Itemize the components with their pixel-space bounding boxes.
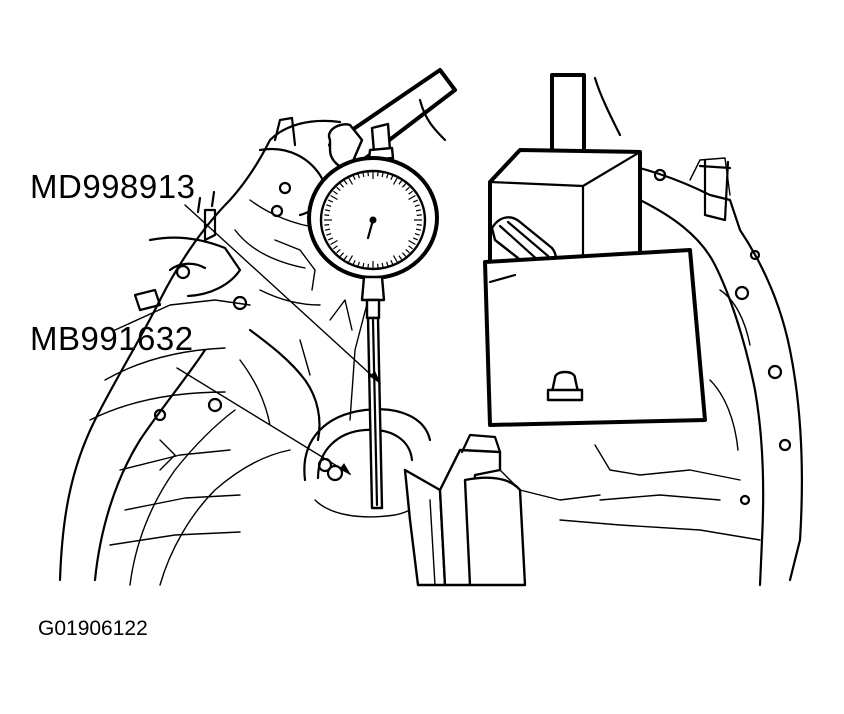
dial-tick: [357, 261, 360, 267]
dial-tick: [398, 255, 403, 260]
dial-tick: [362, 262, 365, 269]
callout-mb991632: MB991632: [30, 320, 194, 357]
dial-tick: [367, 171, 369, 177]
dial-tick: [324, 209, 331, 212]
dial-tick: [405, 248, 410, 254]
callout-md998913: MD998913: [30, 168, 196, 205]
dial-tick: [347, 177, 354, 185]
dial-tick: [336, 248, 341, 254]
dial-ticks: [324, 171, 422, 269]
dial-tick: [386, 173, 389, 179]
dial-tick: [343, 255, 348, 260]
dial-tick: [352, 174, 356, 181]
dial-tick: [414, 233, 420, 236]
dial-tick: [324, 228, 331, 231]
dial-tick: [392, 177, 399, 185]
dial-tick: [327, 237, 334, 241]
magnetic-base: [418, 73, 707, 427]
dial-tick: [377, 263, 379, 269]
arrow-mb991632: [339, 463, 352, 476]
dial-tick: [412, 237, 419, 241]
dial-indicator: [307, 68, 457, 320]
dial-tick: [415, 228, 422, 231]
dial-tick: [330, 239, 338, 246]
dial-tick: [392, 255, 399, 263]
dial-tick: [330, 194, 338, 201]
dial-tick: [347, 255, 354, 263]
dial-tick: [415, 209, 422, 212]
dial-tick: [362, 171, 365, 178]
dial-tick: [412, 199, 419, 203]
gauge-rod: [366, 316, 384, 510]
leader-mb991632: [176, 367, 351, 475]
dial-tick: [326, 233, 332, 236]
dial-tick: [408, 245, 413, 250]
dial-tick: [414, 204, 420, 207]
arrow-md998913: [369, 371, 382, 385]
dial-tick: [401, 183, 407, 188]
dial-tick: [401, 252, 407, 257]
dial-tick: [386, 261, 389, 267]
dial-tick: [339, 252, 345, 257]
dial-tick: [381, 171, 384, 178]
dial-tick: [336, 186, 341, 192]
dial-tick: [390, 259, 394, 266]
dial-tick: [333, 190, 338, 195]
dial-tick: [333, 245, 338, 250]
dial-tick: [357, 173, 360, 179]
dial-tick: [326, 204, 332, 207]
dial-tick: [408, 239, 416, 246]
dial-tick: [324, 214, 330, 216]
dial-tick: [339, 183, 345, 188]
dial-tick: [352, 259, 356, 266]
dial-tick: [408, 190, 413, 195]
leader-lines: [176, 204, 382, 476]
dial-tick: [377, 171, 379, 177]
dial-tick: [327, 199, 334, 203]
dial-tick: [416, 214, 422, 216]
dial-tick: [405, 186, 410, 192]
dial-tick: [398, 180, 403, 185]
dial-tick: [408, 194, 416, 201]
dial-tick: [381, 262, 384, 269]
dial-tick: [343, 180, 348, 185]
dial-tick: [390, 174, 394, 181]
leader-md998913: [184, 204, 381, 384]
dial-tick: [416, 224, 422, 226]
dial-tick: [367, 263, 369, 269]
dial-tick: [324, 224, 330, 226]
figure-id: G01906122: [38, 617, 148, 640]
